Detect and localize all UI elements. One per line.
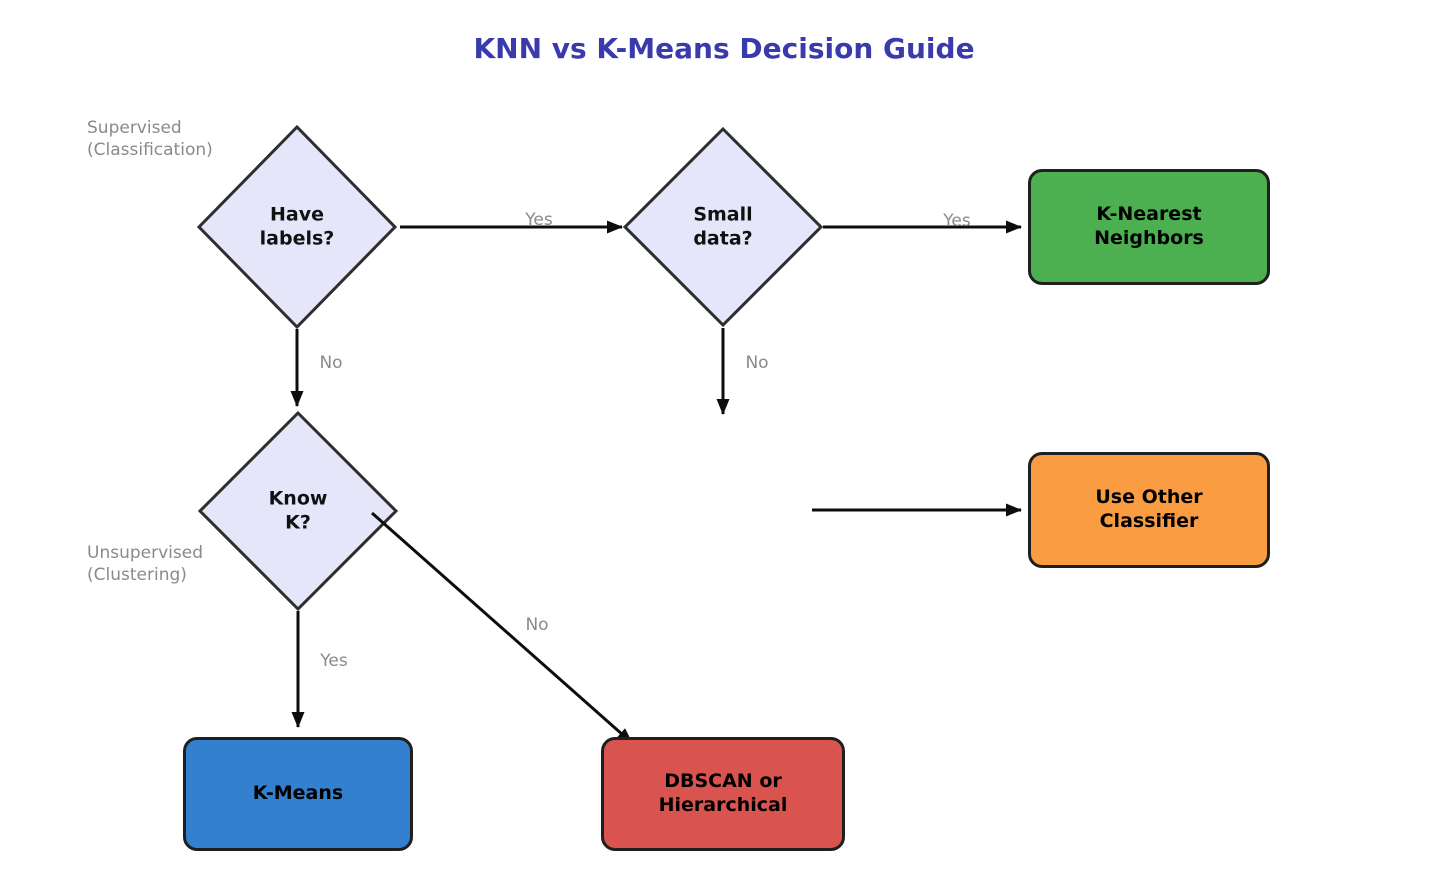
annotation-supervised: Supervised (Classification) bbox=[87, 118, 213, 161]
decision-node-know-k bbox=[197, 410, 399, 612]
result-node-kmeans: K-Means bbox=[183, 737, 413, 851]
decision-label-small-data: Small data? bbox=[693, 203, 753, 249]
result-node-other-classifier: Use Other Classifier bbox=[1028, 452, 1270, 568]
edge-label-know-k-yes: Yes bbox=[320, 651, 348, 671]
edge-label-small-data-no: No bbox=[745, 353, 769, 373]
page-title: KNN vs K-Means Decision Guide bbox=[473, 32, 975, 65]
decision-node-have-labels bbox=[196, 124, 398, 330]
edge-know-k-no-arrow bbox=[371, 511, 633, 745]
edge-label-know-k-no: No bbox=[525, 615, 549, 635]
edge-label-small-data-yes: Yes bbox=[943, 211, 971, 231]
edge-label-have-labels-no: No bbox=[319, 353, 343, 373]
decision-label-know-k: Know K? bbox=[268, 487, 328, 533]
decision-label-have-labels: Have labels? bbox=[259, 203, 335, 249]
edge-label-have-labels-yes: Yes bbox=[525, 210, 553, 230]
result-node-knn: K-Nearest Neighbors bbox=[1028, 169, 1270, 285]
decision-node-small-data bbox=[622, 126, 824, 328]
annotation-unsupervised: Unsupervised (Clustering) bbox=[87, 543, 203, 586]
result-node-dbscan: DBSCAN or Hierarchical bbox=[601, 737, 845, 851]
